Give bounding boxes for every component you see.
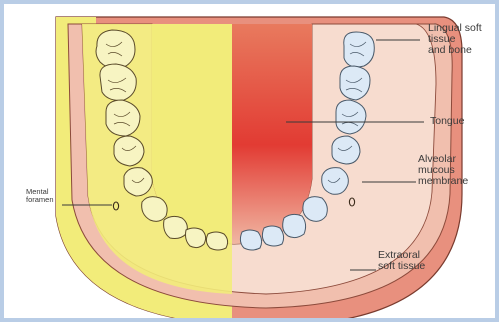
label-tongue-line-1: Tongue	[430, 116, 464, 127]
label-mental-line-2: foramen	[26, 196, 54, 204]
label-mental-foramen: Mental foramen	[26, 188, 54, 204]
label-lingual-line-3: and bone	[428, 45, 482, 56]
label-alveolar-mucous-membrane: Alveolar mucous membrane	[418, 154, 468, 187]
label-extraoral-soft-tissue: Extraoral soft tissue	[378, 250, 425, 272]
label-extraoral-line-2: soft tissue	[378, 261, 425, 272]
label-tongue: Tongue	[430, 116, 464, 127]
label-lingual-soft-tissue: Lingual soft tissue and bone	[428, 23, 482, 56]
label-alveolar-line-3: membrane	[418, 176, 468, 187]
